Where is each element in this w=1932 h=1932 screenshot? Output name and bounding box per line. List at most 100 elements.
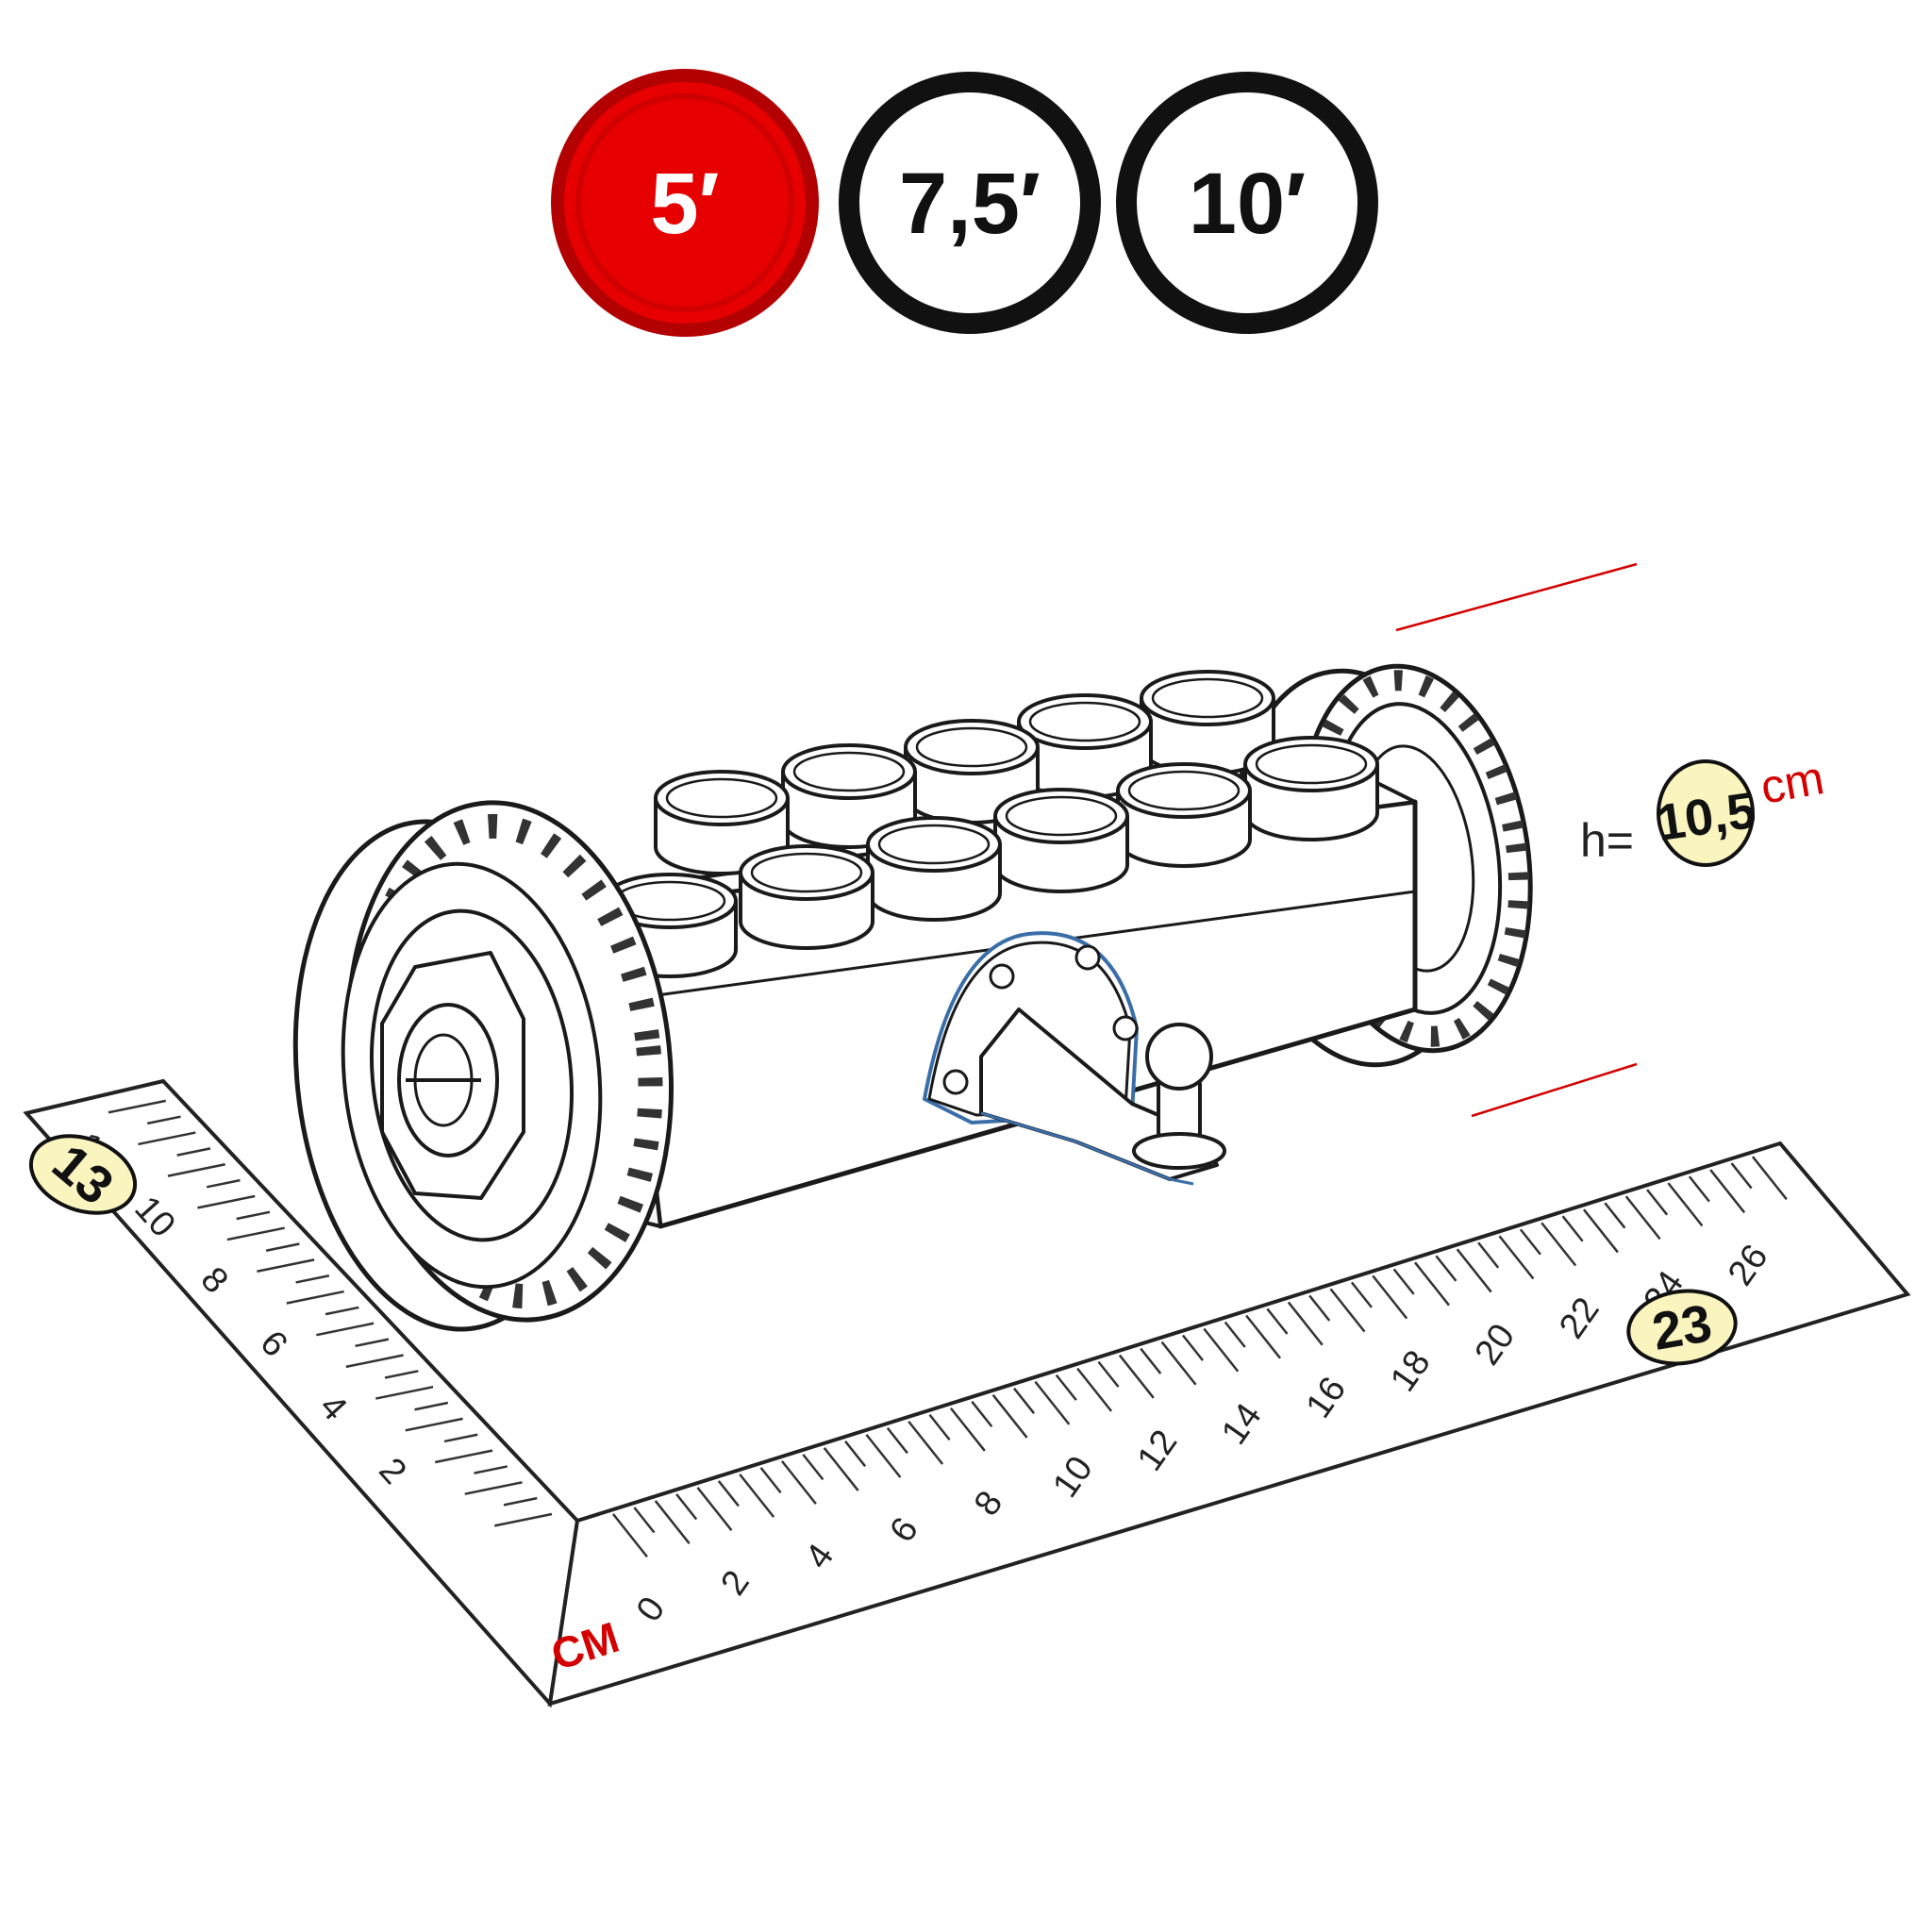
ruler-tick — [295, 1274, 330, 1284]
height-guide-bottom — [1471, 1062, 1638, 1118]
ruler-tick — [971, 1400, 993, 1427]
size-option-10[interactable]: 10′ — [1116, 72, 1378, 334]
ruler-tick — [675, 1493, 698, 1521]
ruler-tick — [257, 1258, 315, 1273]
ruler-tick — [405, 1417, 463, 1432]
size-option-5[interactable]: 5′ — [551, 69, 819, 337]
ruler-tick — [236, 1210, 271, 1221]
height-value: 10,5 — [1653, 782, 1758, 852]
height-badge — [1657, 759, 1755, 867]
size-option-10-label: 10′ — [1189, 156, 1306, 252]
ruler-tick — [1561, 1215, 1584, 1242]
ruler-tick — [1435, 1255, 1457, 1282]
ruler-tick — [1245, 1314, 1281, 1359]
ruler-tick — [633, 1507, 656, 1534]
ruler-tick — [1329, 1288, 1366, 1333]
width-value: 23 — [1648, 1292, 1716, 1361]
ruler-tick — [435, 1449, 493, 1464]
front-wheel — [292, 800, 674, 1332]
ruler-tick — [464, 1481, 523, 1495]
ruler-vertical-ticks — [108, 1099, 553, 1527]
height-guide-top — [1395, 562, 1638, 632]
ruler-tick — [1013, 1387, 1036, 1414]
height-prefix: h= — [1580, 814, 1634, 867]
ruler-tick — [780, 1460, 817, 1505]
ruler-tick — [1140, 1347, 1162, 1374]
depth-badge: 13 — [28, 1132, 138, 1216]
ruler-tick — [1076, 1367, 1113, 1412]
ruler-tick — [739, 1474, 775, 1518]
ruler-tick — [1203, 1327, 1240, 1373]
ruler-tick — [325, 1306, 359, 1316]
ruler-tick — [696, 1487, 733, 1531]
ruler-tick — [654, 1500, 691, 1544]
ruler-tick — [345, 1354, 404, 1369]
ruler-tick — [138, 1131, 196, 1146]
ruler-tick — [206, 1178, 241, 1189]
ruler-tick — [1350, 1281, 1373, 1308]
height-unit: cm — [1757, 751, 1827, 814]
ruler-tick — [414, 1401, 449, 1411]
ruler-tick — [503, 1496, 538, 1507]
ruler-horizontal-arm — [547, 1141, 1911, 1707]
ruler-tick — [949, 1407, 986, 1452]
ruler-tick — [355, 1338, 390, 1348]
ruler-tick — [265, 1242, 300, 1252]
ruler-tick — [493, 1512, 553, 1527]
ruler-tick — [1751, 1156, 1788, 1201]
ruler-tick — [1730, 1162, 1753, 1190]
ruler-tick — [1667, 1182, 1704, 1227]
ruler-tick — [316, 1322, 375, 1337]
ruler-tick — [1055, 1374, 1077, 1401]
ruler-tick — [1624, 1195, 1661, 1241]
ruler-tick — [1498, 1235, 1535, 1280]
ruler-tick — [1477, 1241, 1500, 1269]
ruler-tick — [384, 1370, 419, 1379]
ruler-tick — [802, 1454, 824, 1481]
size-option-7-5-label: 7,5′ — [899, 156, 1041, 252]
ruler-tick — [844, 1441, 867, 1468]
ruler-tick — [1519, 1228, 1541, 1256]
ruler-tick — [474, 1465, 508, 1474]
ruler-tick — [108, 1099, 166, 1114]
ruler-tick — [1097, 1360, 1120, 1388]
size-selector: 5′ 7,5′ 10′ — [551, 69, 1378, 337]
ruler-tick — [1414, 1261, 1450, 1307]
ruler-tick — [1604, 1202, 1626, 1229]
ruler-tick — [928, 1413, 951, 1441]
ruler-horizontal-ticks — [612, 1156, 1788, 1558]
ruler-tick — [226, 1226, 285, 1241]
ruler-tick — [717, 1480, 740, 1507]
ruler-tick — [823, 1447, 859, 1491]
ruler-tick — [1456, 1248, 1492, 1293]
ruler-tick — [1392, 1268, 1415, 1295]
ruler-tick — [1160, 1341, 1197, 1386]
size-option-7-5[interactable]: 7,5′ — [839, 72, 1101, 334]
ruler-tick — [375, 1385, 434, 1400]
ruler-tick — [865, 1434, 902, 1478]
ruler-tick — [286, 1290, 344, 1305]
ruler-tick — [759, 1467, 782, 1494]
ruler-tick — [176, 1147, 211, 1157]
ruler-tick — [197, 1194, 256, 1209]
roller-cart-drawing — [292, 663, 1533, 1332]
ruler-tick — [1308, 1294, 1331, 1322]
ruler-tick — [1287, 1301, 1324, 1346]
ruler-tick — [1372, 1274, 1408, 1320]
ruler-tick — [1541, 1222, 1577, 1267]
ruler-tick — [1709, 1169, 1746, 1214]
ruler-tick — [991, 1393, 1028, 1439]
ruler-tick — [1266, 1307, 1289, 1335]
ruler-tick — [1181, 1334, 1205, 1361]
ruler-tick — [1646, 1189, 1669, 1216]
size-option-5-label: 5′ — [650, 156, 719, 252]
ruler-tick — [1034, 1380, 1071, 1425]
tow-hitch — [923, 931, 1226, 1186]
ruler-tick — [1224, 1321, 1246, 1348]
ruler-tick — [1582, 1208, 1619, 1254]
height-annotation: h= 10,5 cm — [1395, 562, 1828, 1118]
ruler-tick — [146, 1115, 181, 1125]
ruler-tick — [612, 1513, 648, 1558]
